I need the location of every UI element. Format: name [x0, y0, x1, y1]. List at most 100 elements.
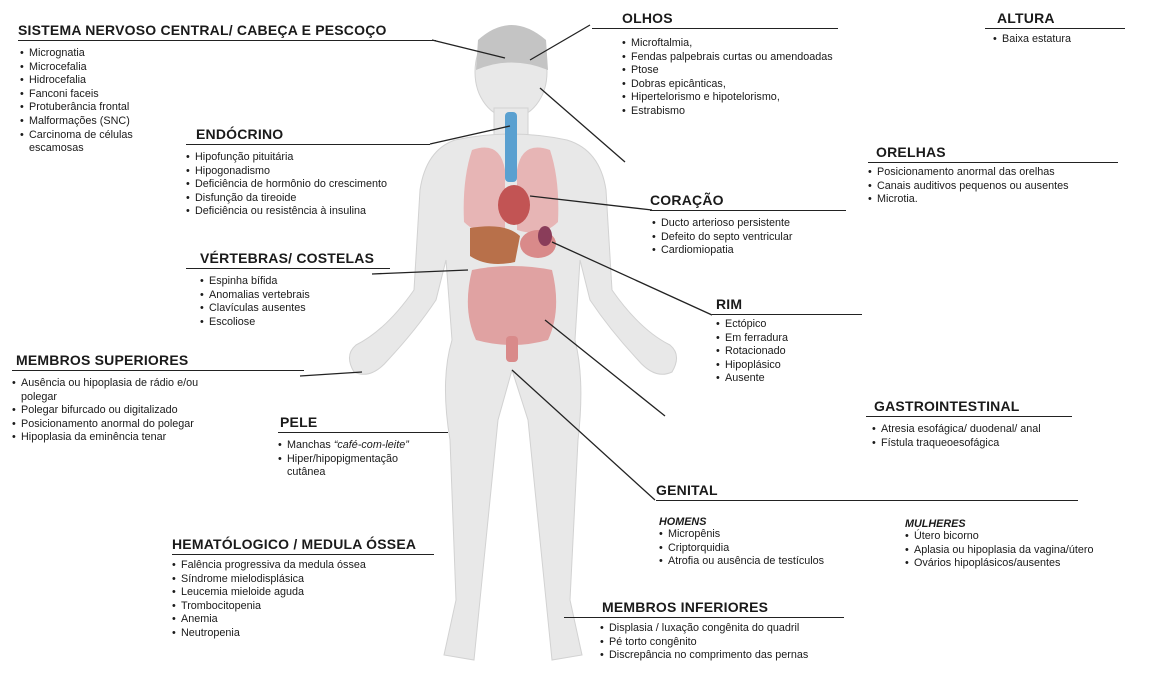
rim-title: RIM [716, 296, 867, 312]
vertebras-list: Espinha bífida Anomalias vertebrais Clav… [200, 275, 396, 329]
coracao-title: CORAÇÃO [650, 192, 850, 208]
list-item: Deficiência de hormônio do crescimento [186, 178, 436, 192]
orelhas-title: ORELHAS [876, 144, 1123, 160]
rim-rule [712, 314, 862, 315]
list-item: Posicionamento anormal do polegar [12, 418, 312, 432]
homens-list: Micropênis Criptorquidia Atrofia ou ausê… [659, 528, 879, 569]
section-olhos: OLHOS Microftalmia, Fendas palpebrais cu… [622, 10, 872, 119]
list-item: Ausente [716, 372, 867, 386]
list-item: Fendas palpebrais curtas ou amendoadas [622, 51, 872, 65]
list-item: Hipertelorismo e hipotelorismo, [622, 91, 872, 105]
membros-superiores-list: Ausência ou hipoplasia de rádio e/ou pol… [12, 377, 312, 445]
pele-list: Manchas “café-com-leite” Hiper/hipopigme… [278, 439, 453, 480]
list-item: Escoliose [200, 316, 396, 330]
list-item: Neutropenia [172, 627, 437, 641]
list-item: Fístula traqueoesofágica [872, 437, 1076, 451]
list-item: Cardiomiopatia [652, 244, 850, 258]
list-item: Hipoplásico [716, 359, 867, 373]
section-hematologico: HEMATÓLOGICO / MEDULA ÓSSEA Falência pro… [172, 536, 437, 641]
intestines-shape [468, 266, 556, 345]
genital-mulheres: MULHERES Útero bicorno Aplasia ou hipopl… [905, 514, 1125, 571]
coracao-rule [650, 210, 846, 211]
membros-superiores-rule [12, 370, 304, 371]
section-gastrointestinal: GASTROINTESTINAL Atresia esofágica/ duod… [866, 398, 1076, 450]
membros-inferiores-rule [564, 617, 844, 618]
list-item: Falência progressiva da medula óssea [172, 559, 437, 573]
list-item: Microtia. [868, 193, 1123, 207]
endocrino-list: Hipofunção pituitária Hipogonadismo Defi… [186, 151, 436, 219]
list-item: Posicionamento anormal das orelhas [868, 166, 1123, 180]
mulheres-list: Útero bicorno Aplasia ou hipoplasia da v… [905, 530, 1125, 571]
list-item: Estrabismo [622, 105, 872, 119]
altura-list: Baixa estatura [993, 33, 1145, 47]
section-orelhas: ORELHAS Posicionamento anormal das orelh… [868, 144, 1123, 207]
rectum-shape [506, 336, 518, 362]
genital-rule [656, 500, 1078, 501]
list-item: Disfunção da tireoide [186, 192, 436, 206]
section-membros-inferiores: MEMBROS INFERIORES Displasia / luxação c… [600, 599, 885, 663]
homens-label: HOMENS [659, 516, 879, 528]
list-item: Microcefalia [20, 61, 438, 75]
list-item: Anemia [172, 613, 437, 627]
list-item: Baixa estatura [993, 33, 1145, 47]
pele-title: PELE [280, 414, 453, 430]
list-item: Hipofunção pituitária [186, 151, 436, 165]
list-item: Hiper/hipopigmentação cutânea [278, 453, 453, 480]
list-item: Aplasia ou hipoplasia da vagina/útero [905, 544, 1125, 558]
list-item: Ovários hipoplásicos/ausentes [905, 557, 1125, 571]
list-item: Leucemia mieloide aguda [172, 586, 437, 600]
hemato-list: Falência progressiva da medula óssea Sín… [172, 559, 437, 641]
list-item: Criptorquidia [659, 542, 879, 556]
pele-rule [278, 432, 448, 433]
endocrino-title: ENDÓCRINO [196, 126, 436, 142]
list-item: Manchas “café-com-leite” [278, 439, 453, 453]
kidney-shape [538, 226, 552, 246]
hemato-title: HEMATÓLOGICO / MEDULA ÓSSEA [172, 536, 437, 552]
vertebras-title: VÉRTEBRAS/ COSTELAS [200, 250, 396, 266]
section-vertebras: VÉRTEBRAS/ COSTELAS Espinha bífida Anoma… [186, 250, 396, 329]
section-genital: GENITAL [656, 482, 1086, 501]
membros-inferiores-title: MEMBROS INFERIORES [602, 599, 885, 615]
list-item: Ducto arterioso persistente [652, 217, 850, 231]
section-coracao: CORAÇÃO Ducto arterioso persistente Defe… [650, 192, 850, 258]
list-item: Ausência ou hipoplasia de rádio e/ou pol… [12, 377, 312, 404]
gastro-rule [866, 416, 1072, 417]
list-item: Trombocitopenia [172, 600, 437, 614]
endocrino-rule [186, 144, 430, 145]
list-item: Ectópico [716, 318, 867, 332]
genital-homens: HOMENS Micropênis Criptorquidia Atrofia … [659, 512, 879, 569]
list-item: Deficiência ou resistência à insulina [186, 205, 436, 219]
list-item: Protuberância frontal [20, 101, 438, 115]
snc-title: SISTEMA NERVOSO CENTRAL/ CABEÇA E PESCOÇ… [18, 22, 438, 38]
altura-title: ALTURA [997, 10, 1145, 26]
list-item: Dobras epicânticas, [622, 78, 872, 92]
list-item: Micropênis [659, 528, 879, 542]
mulheres-label: MULHERES [905, 518, 1125, 530]
section-membros-superiores: MEMBROS SUPERIORES Ausência ou hipoplasi… [12, 352, 312, 445]
heart-shape [498, 185, 530, 225]
list-item: Rotacionado [716, 345, 867, 359]
list-item: Pé torto congênito [600, 636, 885, 650]
membros-inferiores-list: Displasia / luxação congênita do quadril… [600, 622, 885, 663]
pele-item-emphasis: “café-com-leite” [334, 439, 409, 451]
olhos-rule [592, 28, 838, 29]
section-altura: ALTURA Baixa estatura [985, 10, 1145, 47]
list-item: Anomalias vertebrais [200, 289, 396, 303]
section-rim: RIM Ectópico Em ferradura Rotacionado Hi… [712, 296, 867, 386]
list-item: Atrofia ou ausência de testículos [659, 555, 879, 569]
olhos-title: OLHOS [622, 10, 872, 26]
list-item: Micrognatia [20, 47, 438, 61]
trachea-shape [505, 112, 517, 182]
list-item: Discrepância no comprimento das pernas [600, 649, 885, 663]
list-item: Displasia / luxação congênita do quadril [600, 622, 885, 636]
hemato-rule [172, 554, 434, 555]
vertebras-rule [186, 268, 390, 269]
list-item: Hipogonadismo [186, 165, 436, 179]
list-item: Canais auditivos pequenos ou ausentes [868, 180, 1123, 194]
gastro-list: Atresia esofágica/ duodenal/ anal Fístul… [872, 423, 1076, 450]
liver-shape [470, 226, 520, 264]
list-item: Atresia esofágica/ duodenal/ anal [872, 423, 1076, 437]
list-item: Espinha bífida [200, 275, 396, 289]
pele-item-prefix: Manchas [287, 439, 334, 451]
list-item: Microftalmia, [622, 37, 872, 51]
